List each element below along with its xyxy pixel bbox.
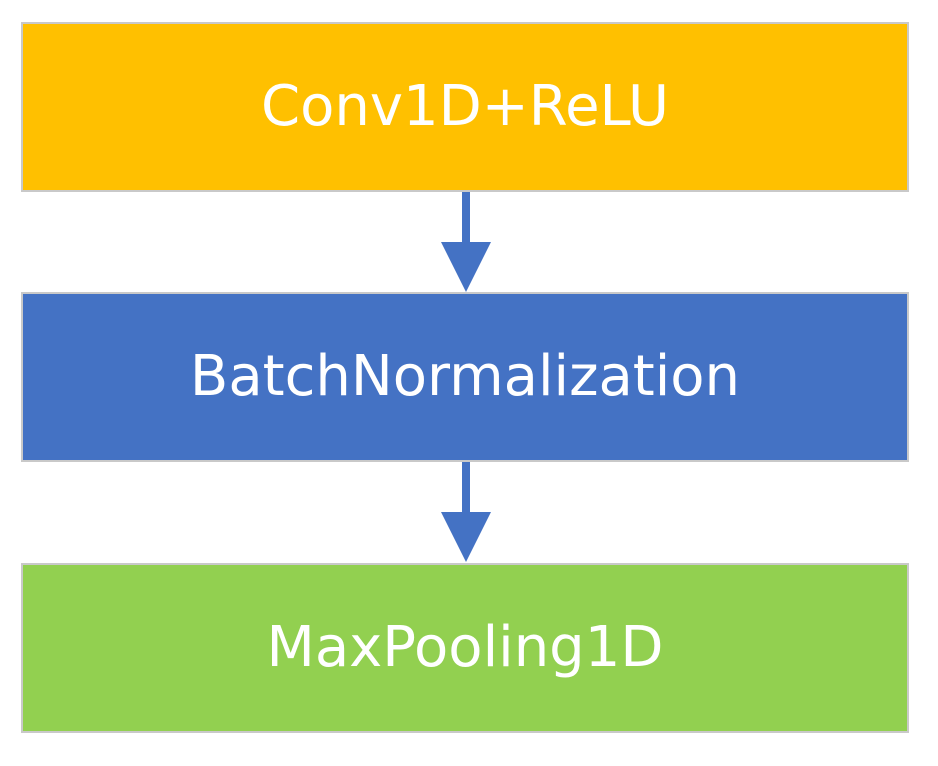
arrow-down-icon bbox=[441, 192, 491, 292]
maxpooling1d-label: MaxPooling1D bbox=[266, 615, 664, 680]
conv1d-relu-block: Conv1D+ReLU bbox=[21, 22, 909, 192]
batch-normalization-label: BatchNormalization bbox=[189, 344, 741, 409]
arrow-head bbox=[441, 512, 491, 562]
arrow-head bbox=[441, 242, 491, 292]
maxpooling1d-block: MaxPooling1D bbox=[21, 563, 909, 733]
arrow-shaft bbox=[462, 192, 470, 244]
arrow-shaft bbox=[462, 462, 470, 514]
arrow-down-icon bbox=[441, 462, 491, 562]
conv1d-relu-label: Conv1D+ReLU bbox=[261, 74, 669, 139]
batch-normalization-block: BatchNormalization bbox=[21, 292, 909, 462]
